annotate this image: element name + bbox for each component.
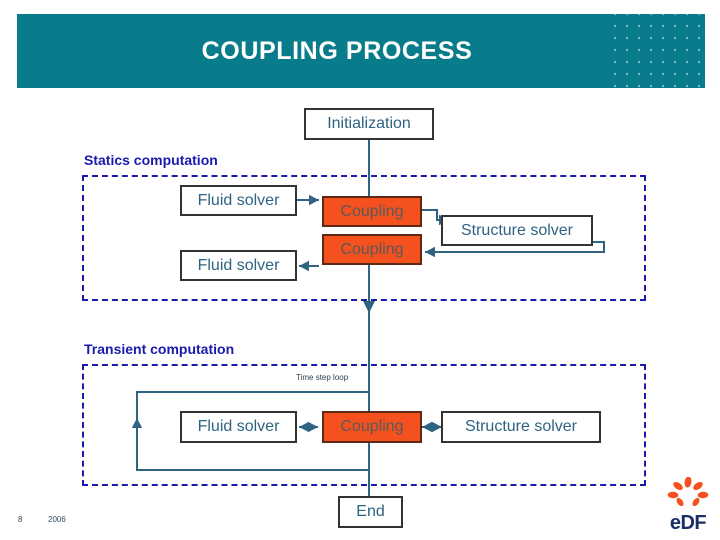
footer-year: 2006 bbox=[48, 515, 66, 524]
node-label: Fluid solver bbox=[197, 191, 280, 209]
page-title: COUPLING PROCESS bbox=[201, 36, 473, 65]
node-transient-coupling[interactable]: Coupling bbox=[322, 411, 422, 443]
node-statics-coupling-top[interactable]: Coupling bbox=[322, 196, 422, 227]
section-label-statics: Statics computation bbox=[84, 152, 218, 168]
node-label: Structure solver bbox=[464, 418, 578, 435]
dashed-region-transient bbox=[82, 364, 646, 486]
node-label: Coupling bbox=[340, 240, 404, 258]
node-label: Fluid solver bbox=[197, 418, 280, 435]
node-label: End bbox=[356, 503, 385, 520]
node-initialization[interactable]: Initialization bbox=[304, 108, 434, 140]
node-statics-structure-solver[interactable]: Structure solver bbox=[441, 215, 593, 246]
node-label: Coupling bbox=[340, 202, 404, 220]
node-end[interactable]: End bbox=[338, 496, 403, 528]
node-statics-fluid-solver-top[interactable]: Fluid solver bbox=[180, 185, 297, 216]
loop-label-time-step: Time step loop bbox=[296, 373, 349, 382]
node-statics-fluid-solver-bottom[interactable]: Fluid solver bbox=[180, 250, 297, 281]
node-label: Fluid solver bbox=[197, 256, 280, 274]
title-banner: COUPLING PROCESS bbox=[17, 14, 705, 88]
node-transient-structure-solver[interactable]: Structure solver bbox=[441, 411, 601, 443]
node-statics-coupling-bottom[interactable]: Coupling bbox=[322, 234, 422, 265]
edf-logo: eDF bbox=[662, 476, 714, 534]
edf-flower-icon bbox=[667, 476, 709, 507]
dashed-region-statics bbox=[82, 175, 646, 301]
footer-page-number: 8 bbox=[18, 515, 23, 524]
edf-wordmark: eDF bbox=[669, 512, 707, 534]
node-transient-fluid-solver[interactable]: Fluid solver bbox=[180, 411, 297, 443]
node-label: Structure solver bbox=[460, 221, 574, 239]
section-label-transient: Transient computation bbox=[84, 341, 235, 357]
node-label: Coupling bbox=[340, 418, 404, 435]
node-label: Initialization bbox=[327, 115, 411, 132]
